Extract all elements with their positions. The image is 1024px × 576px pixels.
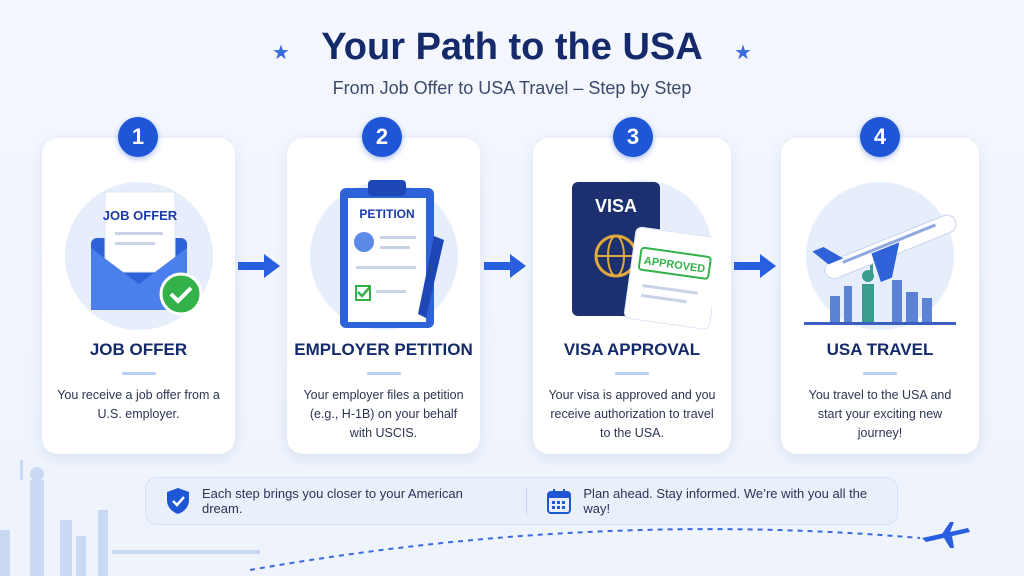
step-card-visa-approval: VISA APPROVED VISA APPROVAL Your visa is… (533, 138, 731, 454)
divider (526, 487, 528, 515)
arrow-right-icon (734, 254, 776, 278)
arrow-right-icon (484, 254, 526, 278)
clipboard-icon: PETITION (309, 180, 458, 330)
step-number-badge: 1 (118, 117, 158, 157)
small-airplane-icon (922, 522, 970, 548)
info-banner: Each step brings you closer to your Amer… (145, 477, 898, 525)
divider (615, 372, 649, 375)
step-title: EMPLOYER PETITION (294, 340, 473, 359)
step-description: Your employer files a petition (e.g., H-… (303, 388, 464, 440)
passport-icon: VISA APPROVED (572, 180, 712, 330)
step-description: You travel to the USA and start your exc… (808, 388, 952, 440)
envelope-icon: JOB OFFER (64, 182, 213, 330)
flight-path-dashed-line (250, 528, 921, 571)
airplane-icon (804, 182, 957, 330)
visa-label: VISA (595, 196, 637, 216)
star-icon: ★ (734, 42, 752, 64)
calendar-icon (547, 489, 572, 514)
step-number-badge: 4 (860, 117, 900, 157)
banner-text-right: Plan ahead. Stay informed. We’re with yo… (583, 486, 868, 516)
step-title: VISA APPROVAL (563, 340, 701, 359)
divider (863, 372, 897, 375)
page-title: Your Path to the USA (321, 26, 703, 68)
arrow-right-icon (238, 254, 280, 278)
divider (121, 372, 156, 375)
banner-text-left: Each step brings you closer to your Amer… (201, 486, 463, 516)
step-number-badge: 3 (613, 117, 653, 157)
step-description: You receive a job offer from a U.S. empl… (57, 388, 220, 421)
skyline-decoration (0, 460, 260, 576)
step-card-employer-petition: PETITION EMPLOYER PETITION Your employer… (287, 138, 480, 454)
petition-doc-label: PETITION (359, 207, 414, 221)
step-card-usa-travel: USA TRAVEL You travel to the USA and sta… (781, 138, 979, 454)
job-offer-letter-label: JOB OFFER (102, 208, 177, 223)
shield-check-icon (166, 488, 189, 514)
step-title: USA TRAVEL (826, 340, 934, 359)
star-icon: ★ (272, 42, 290, 64)
step-title: JOB OFFER (89, 340, 188, 359)
step-card-job-offer: JOB OFFER JOB OFFER You receive a job of… (42, 138, 235, 454)
step-number-badge: 2 (362, 117, 402, 157)
divider (366, 372, 401, 375)
step-description: Your visa is approved and you receive au… (548, 388, 716, 440)
page-subtitle: From Job Offer to USA Travel – Step by S… (332, 78, 692, 98)
